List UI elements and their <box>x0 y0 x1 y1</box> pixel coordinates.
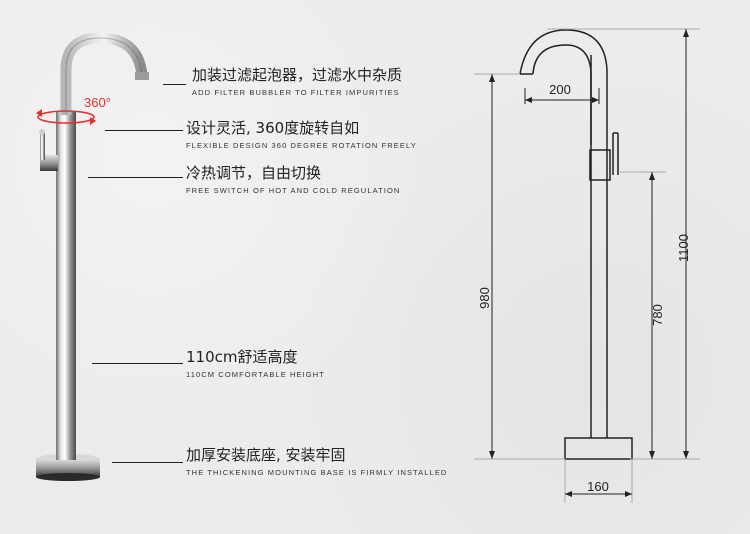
leader-line-filter <box>163 84 186 85</box>
dim-handle-height: 780 <box>650 304 665 326</box>
dim-total-height: 1100 <box>676 234 691 262</box>
rotation-arrow-icon <box>36 109 96 125</box>
dimension-lines <box>474 28 700 503</box>
leader-line-height <box>92 363 183 364</box>
feature-subtitle: FREE SWITCH OF HOT AND COLD REGULATION <box>186 186 401 195</box>
feature-title: 110cm舒适高度 <box>186 348 298 366</box>
feature-subtitle: FLEXIBLE DESIGN 360 DEGREE ROTATION FREE… <box>186 141 417 150</box>
faucet-handle <box>39 129 58 171</box>
faucet-column <box>56 112 76 460</box>
feature-subtitle: ADD FILTER BUBBLER TO FILTER IMPURITIES <box>192 88 400 97</box>
feature-subtitle: 110CM COMFORTABLE HEIGHT <box>186 370 325 379</box>
feature-subtitle: THE THICKENING MOUNTING BASE IS FIRMLY I… <box>186 468 448 477</box>
feature-title: 冷热调节，自由切换 <box>186 164 322 182</box>
dim-spout-reach: 200 <box>549 82 571 97</box>
feature-rotation: 设计灵活, 360度旋转自如 FLEXIBLE DESIGN 360 DEGRE… <box>186 119 417 150</box>
feature-title: 加装过滤起泡器，过滤水中杂质 <box>192 66 403 84</box>
dim-base-width: 160 <box>587 479 609 494</box>
feature-filter: 加装过滤起泡器，过滤水中杂质 ADD FILTER BUBBLER TO FIL… <box>192 66 402 97</box>
leader-line-rotation <box>105 130 183 131</box>
feature-base: 加厚安装底座, 安装牢固 THE THICKENING MOUNTING BAS… <box>186 446 447 477</box>
faucet-base <box>36 454 100 481</box>
feature-height: 110cm舒适高度 110CM COMFORTABLE HEIGHT <box>186 348 325 379</box>
aerator <box>135 72 149 80</box>
dim-spout-height: 980 <box>477 287 492 309</box>
rotation-label: 360° <box>84 95 111 110</box>
feature-temperature: 冷热调节，自由切换 FREE SWITCH OF HOT AND COLD RE… <box>186 164 400 195</box>
feature-title: 设计灵活, 360度旋转自如 <box>186 119 360 137</box>
dimension-arrows <box>489 29 689 497</box>
drawing-base <box>564 437 633 460</box>
technical-drawing <box>519 29 633 460</box>
leader-line-base <box>112 462 183 463</box>
faucet-spout <box>60 32 148 115</box>
leader-line-temperature <box>88 177 183 178</box>
feature-title: 加厚安装底座, 安装牢固 <box>186 446 346 464</box>
